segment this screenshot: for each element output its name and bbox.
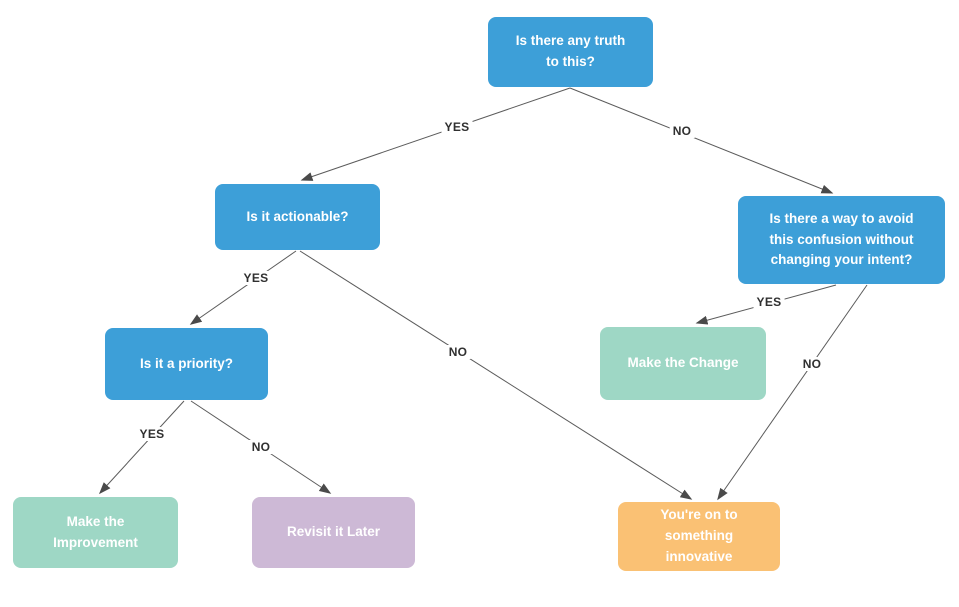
node-innovative-outcome: You're on to something innovative: [618, 502, 780, 571]
edge-label-yes: YES: [240, 271, 272, 285]
node-make-the-change: Make the Change: [600, 327, 766, 400]
edge-label-no: NO: [445, 345, 471, 359]
edge-label-yes: YES: [441, 120, 473, 134]
node-truth-question: Is there any truth to this?: [488, 17, 653, 87]
edge-label-yes: YES: [136, 427, 168, 441]
edge-label-no: NO: [799, 357, 825, 371]
edge-truth-no: [569, 87, 834, 194]
node-priority-question: Is it a priority?: [105, 328, 268, 400]
edge-label-no: NO: [248, 440, 274, 454]
edge-label-no: NO: [669, 124, 695, 138]
node-revisit-it-later: Revisit it Later: [252, 497, 415, 568]
node-actionable-question: Is it actionable?: [215, 184, 380, 250]
node-avoid-confusion-question: Is there a way to avoid this confusion w…: [738, 196, 945, 284]
edge-actionable-yes: [189, 250, 297, 325]
edge-priority-yes: [98, 400, 185, 495]
edge-truth-yes: [300, 87, 571, 181]
node-make-the-improvement: Make the Improvement: [13, 497, 178, 568]
edge-label-yes: YES: [753, 295, 785, 309]
